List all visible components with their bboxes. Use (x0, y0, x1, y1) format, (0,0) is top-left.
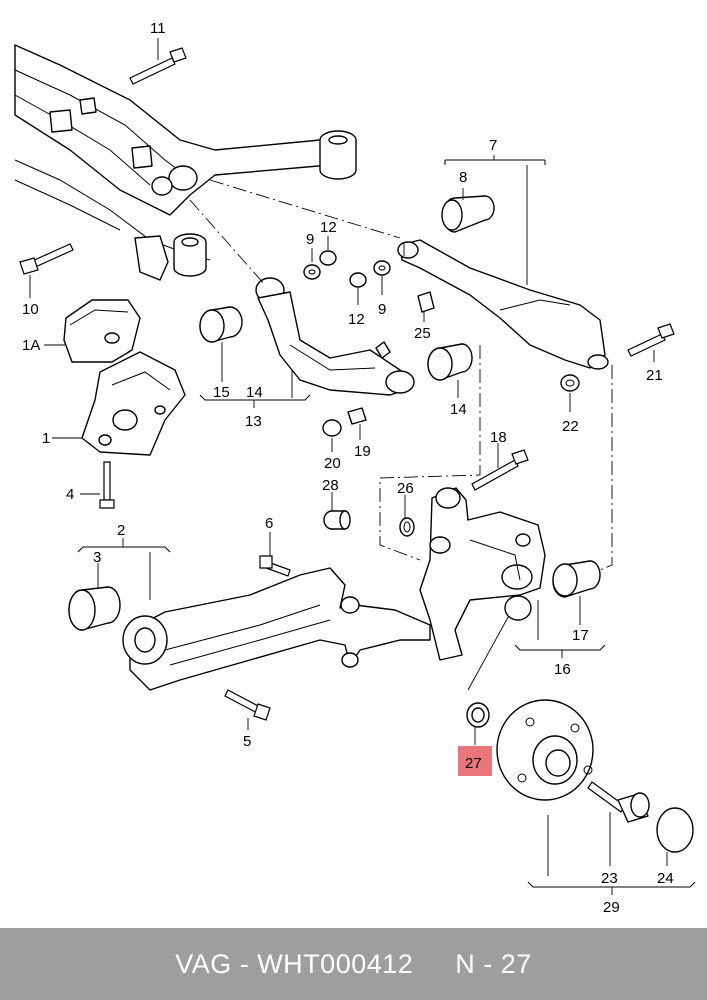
label-8: 8 (459, 169, 467, 186)
label-18: 18 (490, 429, 507, 446)
highlight-box-27 (458, 746, 492, 776)
part-number: VAG - WHT000412 (175, 948, 414, 979)
label-1: 1 (42, 430, 50, 447)
screw-4 (80, 461, 115, 509)
label-20: 20 (324, 455, 341, 472)
label-14a: 14 (246, 384, 263, 401)
label-15: 15 (213, 384, 230, 401)
bracket-1 (52, 351, 186, 456)
nut-22 (560, 374, 580, 412)
part-labels: 11 10 1A 1 4 7 8 9 12 12 9 25 21 22 15 1… (22, 20, 674, 916)
nut-20 (322, 419, 342, 452)
label-7: 7 (489, 137, 497, 154)
label-2: 2 (117, 522, 125, 539)
label-3: 3 (93, 549, 101, 566)
sleeve-25 (417, 291, 435, 322)
footer-bar: VAG - WHT000412 N - 27 (0, 928, 707, 1000)
label-11: 11 (150, 20, 166, 37)
nut-12-washer-9-lower (349, 260, 391, 305)
assembly-lines (189, 179, 613, 691)
label-14b: 14 (450, 401, 467, 418)
cap-24 (656, 807, 694, 866)
wheel-bearing-housing (419, 487, 606, 661)
nut-12-washer-9-upper (303, 236, 337, 280)
label-1a: 1A (22, 337, 40, 354)
label-21: 21 (646, 367, 663, 384)
label-9a: 9 (306, 231, 314, 248)
label-27: 27 (465, 755, 482, 772)
label-19: 19 (354, 443, 371, 460)
washer-19 (347, 407, 367, 440)
label-12a: 12 (320, 219, 337, 236)
label-9b: 9 (378, 301, 386, 318)
label-10: 10 (22, 301, 39, 318)
label-25: 25 (414, 325, 431, 342)
label-24: 24 (657, 870, 674, 887)
label-29: 29 (603, 899, 620, 916)
label-26: 26 (397, 480, 414, 497)
bolt-5 (224, 689, 271, 730)
bolt-18 (471, 443, 529, 491)
exploded-parts-diagram: 11 10 1A 1 4 7 8 9 12 12 9 25 21 22 15 1… (14, 20, 696, 916)
wheel-hub-29 (496, 699, 696, 895)
label-16: 16 (554, 661, 571, 678)
label-22: 22 (562, 418, 579, 435)
seal-27 (466, 702, 490, 745)
bolt-6 (259, 532, 291, 577)
label-5: 5 (243, 733, 251, 750)
trailing-arm-2 (68, 538, 431, 691)
snap-ring-26 (399, 495, 415, 537)
label-28: 28 (322, 477, 339, 494)
control-arm-13 (199, 277, 473, 408)
subframe (14, 44, 357, 281)
control-arm-7 (397, 155, 609, 370)
bolt-11 (129, 38, 187, 85)
label-17: 17 (572, 627, 589, 644)
label-6: 6 (265, 515, 273, 532)
bolt-10 (19, 243, 74, 298)
label-23: 23 (601, 870, 618, 887)
bolt-23 (587, 781, 650, 866)
bolt-21 (627, 323, 675, 362)
mount-1a (44, 299, 141, 363)
label-13: 13 (245, 413, 262, 430)
label-12b: 12 (348, 311, 365, 328)
diagram-reference: N - 27 (455, 948, 532, 979)
label-4: 4 (66, 486, 74, 503)
sleeve-28 (323, 492, 351, 530)
